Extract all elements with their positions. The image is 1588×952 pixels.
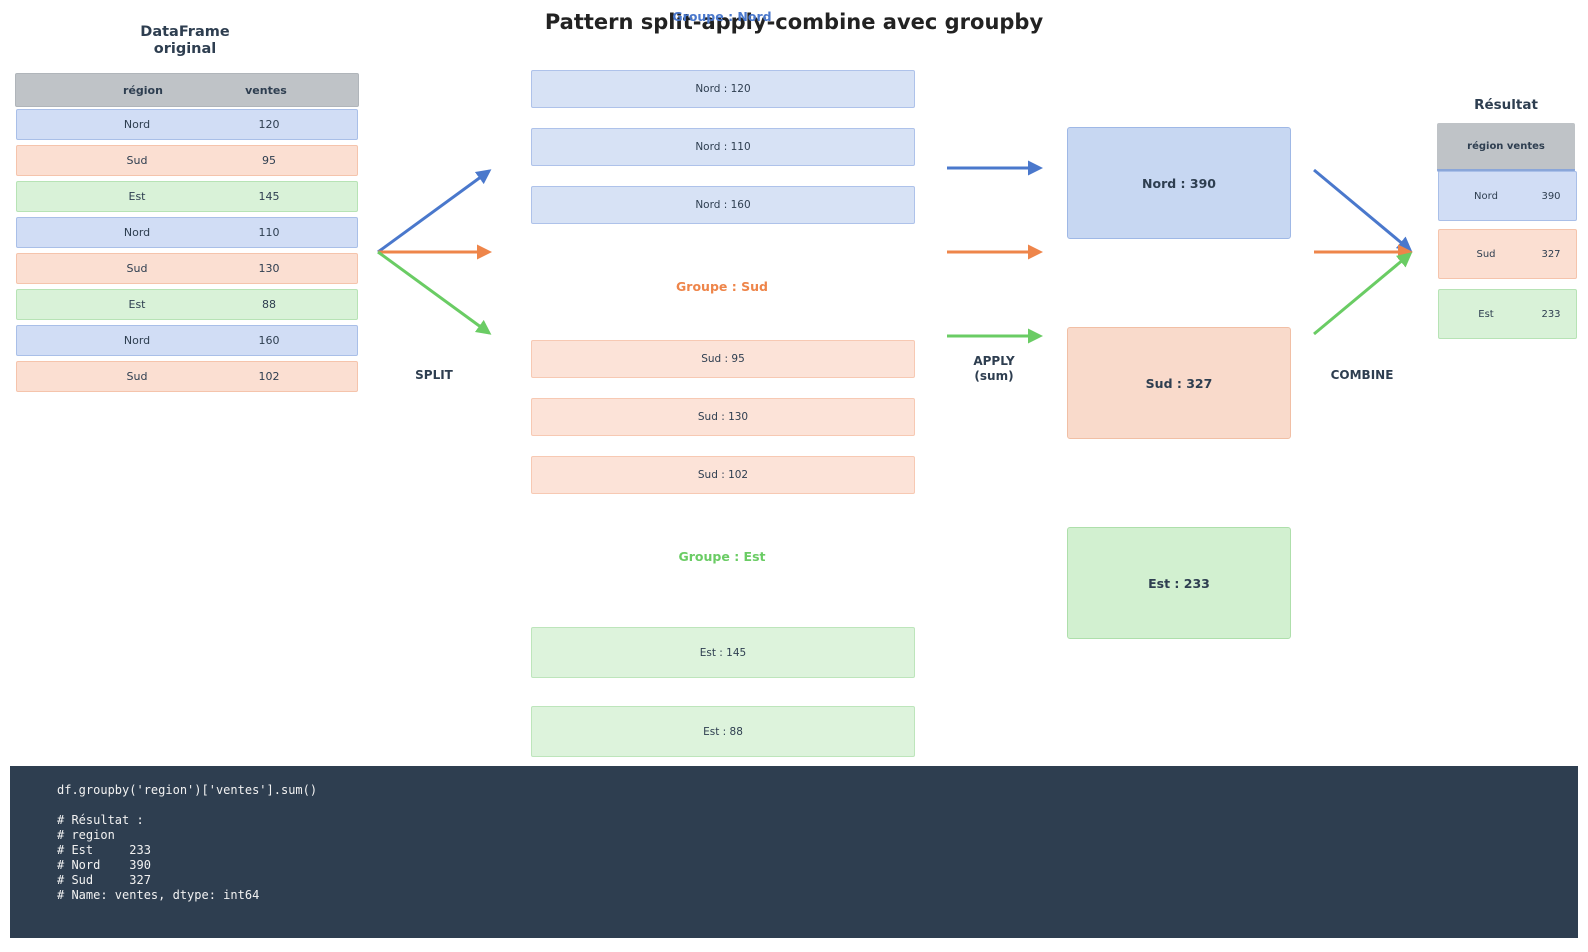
group-label-est: Groupe : Est: [678, 549, 766, 564]
result-cell-region: Sud: [1476, 248, 1496, 260]
original-dataframe-heading: DataFrame original: [140, 24, 230, 57]
result-heading: Résultat: [1474, 97, 1538, 113]
group-item-sud: Sud : 95: [531, 340, 915, 378]
cell-region: Sud: [126, 370, 148, 383]
result-cell-ventes: 390: [1541, 190, 1561, 202]
split-arrow-nord: [377, 169, 492, 254]
cell-ventes: 95: [262, 154, 276, 167]
group-item-est: Est : 88: [531, 706, 915, 757]
group-label-nord: Groupe : Nord: [672, 9, 772, 24]
code-snippet: df.groupby('region')['ventes'].sum() # R…: [57, 783, 318, 902]
result-cell-region: Nord: [1474, 190, 1498, 202]
group-item-sud: Sud : 102: [531, 456, 915, 494]
combine-arrow-est: [1313, 252, 1413, 336]
result-row: Sud 327: [1438, 229, 1577, 279]
cell-region: Est: [128, 298, 146, 311]
cell-ventes: 88: [262, 298, 276, 311]
table-row: Sud 130: [16, 253, 358, 284]
table-row: Est 145: [16, 181, 358, 212]
combine-arrow-nord: [1313, 168, 1413, 252]
group-item-nord: Nord : 160: [531, 186, 915, 224]
column-header-ventes: ventes: [245, 83, 287, 97]
table-row: Sud 95: [16, 145, 358, 176]
table-row: Sud 102: [16, 361, 358, 392]
table-row: Nord 160: [16, 325, 358, 356]
result-row: Nord 390: [1438, 171, 1577, 221]
result-row: Est 233: [1438, 289, 1577, 339]
sum-box-sud: Sud : 327: [1067, 327, 1291, 439]
result-cell-ventes: 233: [1541, 308, 1561, 320]
result-cell-region: Est: [1478, 308, 1494, 320]
result-table-header: région ventes: [1437, 123, 1575, 172]
cell-ventes: 130: [258, 262, 280, 275]
group-item-sud: Sud : 130: [531, 398, 915, 436]
cell-region: Nord: [123, 226, 151, 239]
table-row: Nord 120: [16, 109, 358, 140]
cell-ventes: 120: [258, 118, 280, 131]
table-row: Nord 110: [16, 217, 358, 248]
diagram-title: Pattern split-apply-combine avec groupby: [544, 10, 1044, 34]
cell-ventes: 102: [258, 370, 280, 383]
cell-region: Nord: [123, 334, 151, 347]
cell-ventes: 145: [258, 190, 280, 203]
cell-region: Est: [128, 190, 146, 203]
group-item-est: Est : 145: [531, 627, 915, 678]
table-row: Est 88: [16, 289, 358, 320]
cell-ventes: 160: [258, 334, 280, 347]
cell-ventes: 110: [258, 226, 280, 239]
cell-region: Sud: [126, 262, 148, 275]
apply-label: APPLY (sum): [973, 354, 1015, 383]
split-label: SPLIT: [415, 368, 453, 382]
sum-box-nord: Nord : 390: [1067, 127, 1291, 239]
cell-region: Nord: [123, 118, 151, 131]
column-header-region: région: [123, 83, 163, 97]
cell-region: Sud: [126, 154, 148, 167]
group-item-nord: Nord : 120: [531, 70, 915, 108]
sum-box-est: Est : 233: [1067, 527, 1291, 639]
split-arrow-est: [377, 250, 492, 335]
original-table-header: région ventes: [15, 73, 359, 107]
group-item-nord: Nord : 110: [531, 128, 915, 166]
combine-label: COMBINE: [1330, 368, 1394, 382]
code-panel: [10, 766, 1578, 938]
group-label-sud: Groupe : Sud: [676, 279, 768, 294]
result-cell-ventes: 327: [1541, 248, 1561, 260]
